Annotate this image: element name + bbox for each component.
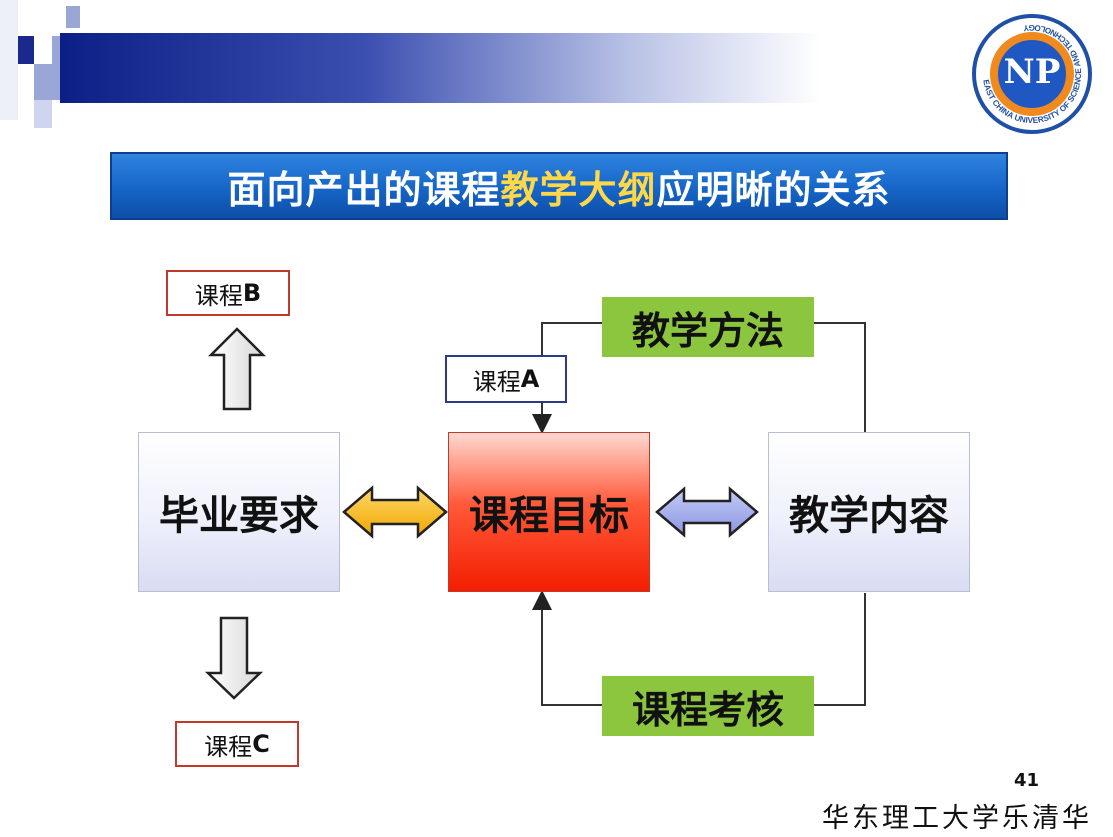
logo-text-ring: EAST CHINA UNIVERSITY OF SCIENCE AND TEC… bbox=[981, 23, 1083, 125]
course-b-prefix: 课程 bbox=[194, 281, 243, 310]
title-highlight: 教学大纲 bbox=[500, 167, 657, 212]
yellow-double-arrow bbox=[342, 485, 448, 539]
course-a-letter: A bbox=[520, 365, 540, 393]
title-part1: 面向产出的课程 bbox=[227, 167, 501, 212]
course-b-letter: B bbox=[242, 279, 262, 307]
course-c-letter: C bbox=[252, 730, 270, 758]
course-objectives-label: 课程目标 bbox=[469, 493, 629, 539]
deco-square bbox=[52, 36, 62, 100]
deco-square bbox=[0, 0, 18, 120]
deco-square bbox=[18, 36, 34, 64]
assessment-loop-line bbox=[542, 593, 866, 706]
course-assessment-box: 课程考核 bbox=[602, 676, 814, 736]
graduation-requirements-label: 毕业要求 bbox=[159, 493, 319, 539]
page-number: 41 bbox=[1014, 770, 1040, 791]
course-objectives-box: 课程目标 bbox=[448, 432, 650, 592]
graduation-requirements-box: 毕业要求 bbox=[138, 432, 340, 592]
teaching-methods-box: 教学方法 bbox=[602, 297, 814, 357]
deco-square bbox=[66, 6, 80, 28]
slide-title: 面向产出的课程教学大纲应明晰的关系 bbox=[110, 152, 1008, 220]
logo-ring bbox=[990, 32, 1074, 116]
blue-double-arrow bbox=[655, 486, 759, 538]
up-arrow bbox=[207, 327, 267, 411]
course-assessment-label: 课程考核 bbox=[631, 687, 784, 732]
down-arrow bbox=[204, 616, 264, 700]
deco-square bbox=[34, 100, 52, 128]
footer-credit: 华东理工大学乐清华 bbox=[822, 803, 1092, 834]
logo-mark: NP bbox=[1003, 52, 1061, 92]
teaching-content-box: 教学内容 bbox=[768, 432, 970, 592]
course-a-prefix: 课程 bbox=[472, 367, 521, 396]
teaching-content-label: 教学内容 bbox=[789, 493, 949, 539]
deco-square bbox=[34, 64, 52, 100]
teaching-methods-label: 教学方法 bbox=[631, 308, 784, 353]
header-band bbox=[60, 33, 820, 103]
title-part2: 应明晰的关系 bbox=[656, 167, 891, 212]
course-c-prefix: 课程 bbox=[204, 732, 253, 761]
